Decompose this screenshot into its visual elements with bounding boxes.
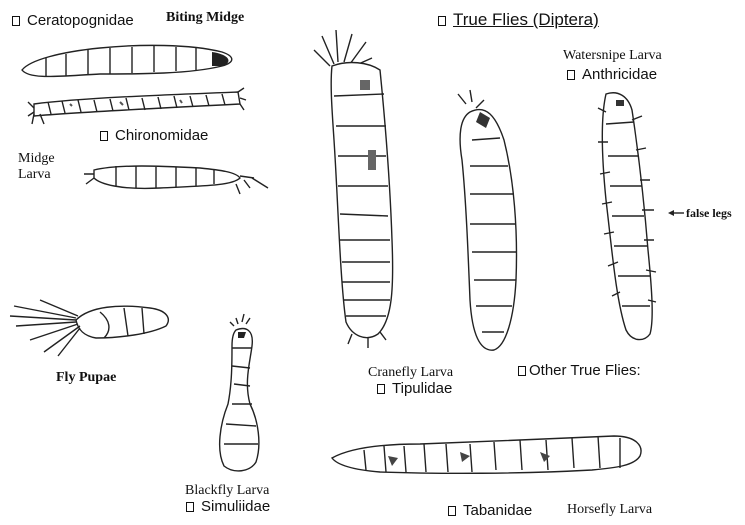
chironomid-larva-drawing xyxy=(28,88,246,124)
false-legs-label: false legs xyxy=(686,207,732,219)
tabanidae-label: Tabanidae xyxy=(448,503,532,518)
cranefly-larva-label: Cranefly Larva xyxy=(368,366,453,380)
page-title: True Flies (Diptera) xyxy=(438,11,599,28)
chironomidae-checkbox[interactable] xyxy=(100,131,108,141)
ceratopognidae-label: Ceratopognidae xyxy=(12,13,134,28)
horsefly-larva-label: Horsefly Larva xyxy=(567,503,652,517)
watersnipe-larva-label: Watersnipe Larva xyxy=(563,49,662,63)
anthricidae-checkbox[interactable] xyxy=(567,70,575,80)
blackfly-larva-drawing xyxy=(220,314,259,471)
true-flies-checkbox[interactable] xyxy=(438,16,446,26)
watersnipe-larva-drawing xyxy=(598,93,684,340)
biting-midge-larva-drawing xyxy=(22,45,232,76)
simuliidae-label: Simuliidae xyxy=(186,499,270,514)
simuliidae-checkbox[interactable] xyxy=(186,502,194,512)
other-true-flies-label: Other True Flies: xyxy=(518,363,641,378)
anthricidae-label: Anthricidae xyxy=(567,67,657,82)
horsefly-larva-drawing xyxy=(332,436,641,473)
tipulidae-checkbox[interactable] xyxy=(377,384,385,394)
midge-larva-drawing xyxy=(84,166,268,194)
cranefly-larva-tall-drawing xyxy=(314,30,393,348)
midge-larva-label: Midge Larva xyxy=(18,151,55,183)
tipulidae-label: Tipulidae xyxy=(377,381,452,396)
other-true-flies-checkbox[interactable] xyxy=(518,366,526,376)
blackfly-larva-label: Blackfly Larva xyxy=(185,484,269,498)
cranefly-larva-curved-drawing xyxy=(458,90,517,350)
fly-pupae-drawing xyxy=(10,300,168,356)
biting-midge-label: Biting Midge xyxy=(166,11,244,25)
chironomidae-label: Chironomidae xyxy=(100,128,208,143)
fly-pupae-label: Fly Pupae xyxy=(56,371,116,385)
tabanidae-checkbox[interactable] xyxy=(448,506,456,516)
ceratopognidae-checkbox[interactable] xyxy=(12,16,20,26)
